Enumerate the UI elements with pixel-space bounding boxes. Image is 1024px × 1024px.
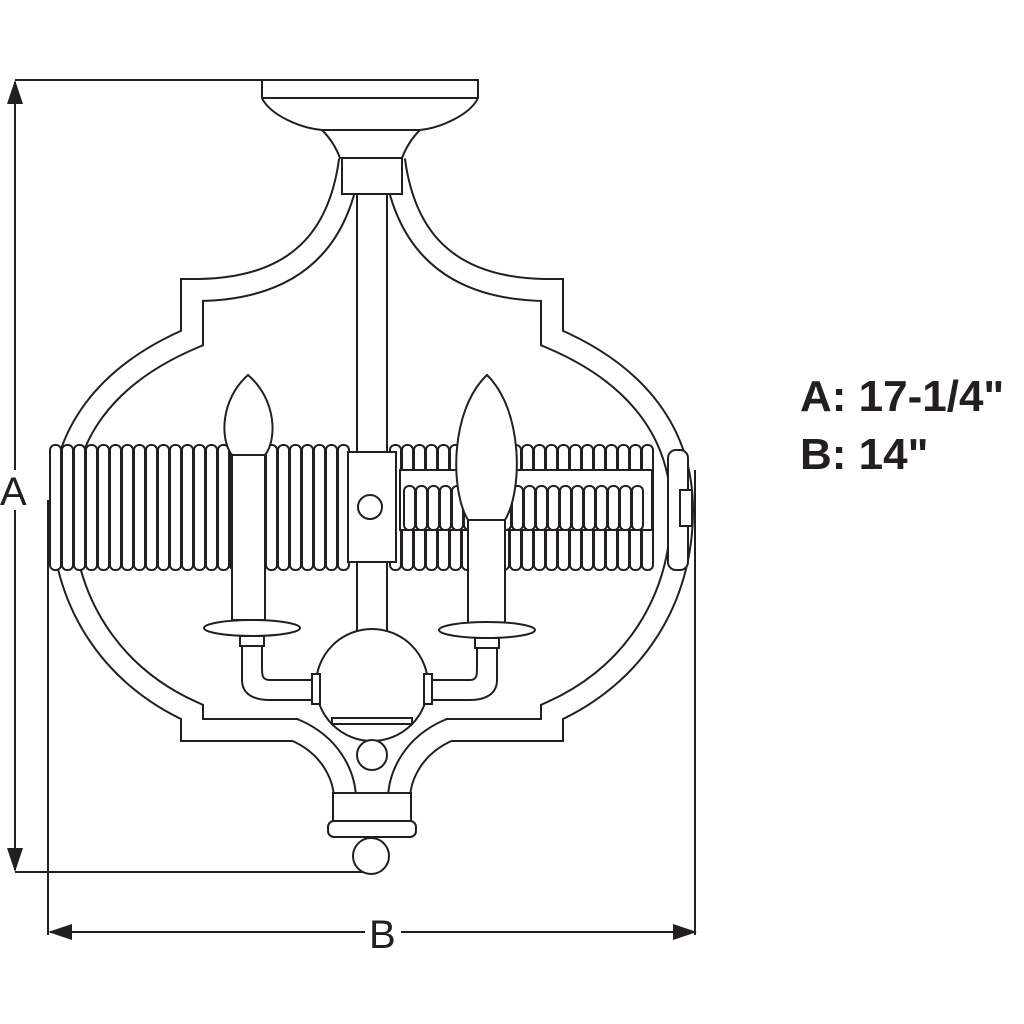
band-rib [73, 444, 86, 571]
band-rib [595, 485, 608, 531]
band-rib [547, 485, 560, 531]
band-rib [169, 444, 182, 571]
ribbed-band-right [389, 444, 654, 571]
stem-coupler [341, 157, 403, 195]
candle-right [467, 519, 506, 626]
canopy-collar [319, 129, 423, 159]
band-rib [85, 444, 98, 571]
center-finial [356, 739, 388, 771]
band-rib [535, 485, 548, 531]
band-rib [325, 444, 338, 571]
band-rib [121, 444, 134, 571]
spec-height: A: 17-1/4" [800, 372, 1005, 421]
canopy [261, 79, 479, 131]
band-rib [607, 485, 620, 531]
hub-screw [357, 494, 383, 520]
band-rib [415, 485, 428, 531]
dimension-a-label: A [0, 470, 27, 514]
ribbed-band-left [49, 444, 350, 571]
band-rib [289, 444, 302, 571]
bottom-finial [352, 837, 390, 875]
band-rib [427, 485, 440, 531]
band-rib [619, 485, 632, 531]
bobeche-right [438, 621, 536, 639]
band-rib [193, 444, 206, 571]
band-rib [205, 444, 218, 571]
band-rib [145, 444, 158, 571]
band-rib [265, 444, 278, 571]
candle-left [231, 454, 266, 621]
arm-left [241, 645, 316, 701]
band-rib [523, 485, 536, 531]
arm-right [427, 647, 498, 701]
band-rib [403, 485, 416, 531]
candle-flame-left [223, 373, 274, 456]
band-rib [439, 485, 452, 531]
spec-width: B: 14" [800, 430, 929, 479]
band-rib [181, 444, 194, 571]
band-rib [217, 444, 230, 571]
band-rib [301, 444, 314, 571]
band-rib [559, 485, 572, 531]
band-rib [133, 444, 146, 571]
band-rib [583, 485, 596, 531]
band-rib [49, 444, 62, 571]
candle-flame-right [455, 373, 518, 521]
band-rib [157, 444, 170, 571]
bottom-collar [332, 792, 412, 822]
band-rib [313, 444, 326, 571]
band-rib [97, 444, 110, 571]
band-rib [631, 485, 644, 531]
band-rib [109, 444, 122, 571]
band-rib [277, 444, 290, 571]
dimension-b-label: B [369, 913, 396, 957]
band-rib [61, 444, 74, 571]
center-rod [356, 193, 388, 635]
bobeche-left [203, 619, 301, 637]
band-rib [571, 485, 584, 531]
